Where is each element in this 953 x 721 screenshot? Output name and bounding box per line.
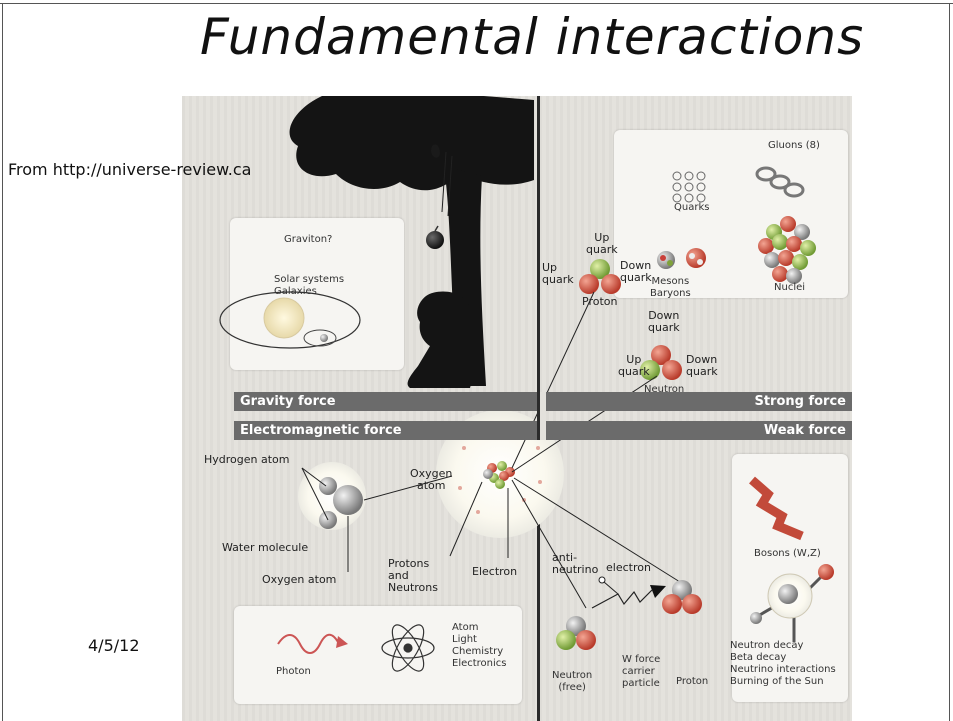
mesons-icon [657, 248, 706, 269]
gluons-label: Gluons (8) [768, 140, 820, 151]
free-neutron-label: Neutron (free) [552, 670, 593, 693]
boson-zigzag-icon [749, 476, 804, 541]
interactions-poster: Gravity force Strong force Electromagnet… [182, 96, 852, 721]
quarks-label: Quarks [674, 202, 710, 213]
slide-date: 4/5/12 [88, 636, 140, 655]
w-boson-zigzag [591, 589, 653, 609]
decay-proton-icon [662, 580, 702, 614]
electron-dot-icon [598, 576, 606, 584]
neutrino-interaction-icon [750, 564, 834, 642]
slide-border-top [0, 3, 953, 4]
weak-force-label: Weak force [763, 423, 846, 438]
neutron-quarks-icon [640, 345, 682, 380]
photon-label: Photon [276, 666, 311, 677]
proton-quarks-icon [579, 259, 621, 294]
apple-stem-line [441, 151, 447, 213]
neutron-down-quark-right: Down quark [686, 353, 718, 378]
nuclei-label: Nuclei [774, 282, 806, 293]
nucleus-icon [758, 216, 816, 284]
electromagnetic-force-label: Electromagnetic force [240, 423, 402, 438]
decay-proton-label: Proton [676, 676, 709, 687]
falling-leaf-icon [431, 144, 440, 158]
solar-system-icon [219, 291, 361, 349]
gravity-scope-label: Solar systems Galaxies [274, 274, 345, 297]
proton-down-quark: Down quark [620, 259, 652, 284]
photon-wave-icon [277, 633, 339, 654]
water-molecule-label: Water molecule [222, 541, 309, 554]
photon-arrow-icon [336, 636, 348, 648]
neutron-label: Neutron [644, 384, 685, 395]
atom-topics-label: Atom Light Chemistry Electronics [452, 622, 507, 669]
weak-topics-label: Neutron decay Beta decay Neutrino intera… [730, 640, 836, 687]
apple-icon [426, 231, 444, 249]
strong-force-label: Strong force [754, 394, 846, 409]
w-force-label: W force carrier particle [622, 654, 661, 689]
graviton-label: Graviton? [284, 234, 333, 245]
protons-neutrons-label: Protons and Neutrons [388, 557, 438, 594]
decay-arrow-icon [650, 585, 666, 598]
gluons-icon [755, 166, 805, 198]
antineutrino-label: anti- neutrino [552, 551, 599, 576]
oxygen-atom-label: Oxygen atom [262, 573, 337, 586]
slide-title: Fundamental interactions [200, 8, 865, 66]
hydrogen-atom-label: Hydrogen atom [204, 453, 290, 466]
bosons-label: Bosons (W,Z) [754, 548, 821, 559]
neutron-down-quark-top: Down quark [648, 309, 680, 334]
oxygen-nucleus-icon [483, 461, 515, 489]
tree-silhouette [289, 96, 534, 388]
electron-label: Electron [472, 565, 518, 578]
poster-illustration [219, 96, 834, 672]
source-citation: From http://universe-review.ca [8, 160, 252, 179]
proton-up-quark-top: Up quark [586, 231, 618, 256]
slide-border-left [2, 3, 3, 721]
strong-panel [614, 130, 848, 298]
proton-label: Proton [582, 295, 618, 308]
band-gap [537, 392, 546, 440]
atom-orbit-icon [381, 624, 435, 672]
oxygen-center-label: Oxygen atom [410, 467, 453, 492]
slide-border-right [949, 3, 950, 721]
em-panel [234, 606, 522, 704]
neutron-up-quark: Up quark [618, 353, 650, 378]
free-neutron-icon [556, 616, 596, 650]
gravity-force-label: Gravity force [240, 394, 336, 409]
quarks-icon [672, 171, 706, 203]
weak-electron-label: electron [606, 561, 651, 574]
mesons-baryons-label: Mesons Baryons [650, 276, 691, 299]
proton-up-quark-left: Up quark [542, 261, 574, 286]
